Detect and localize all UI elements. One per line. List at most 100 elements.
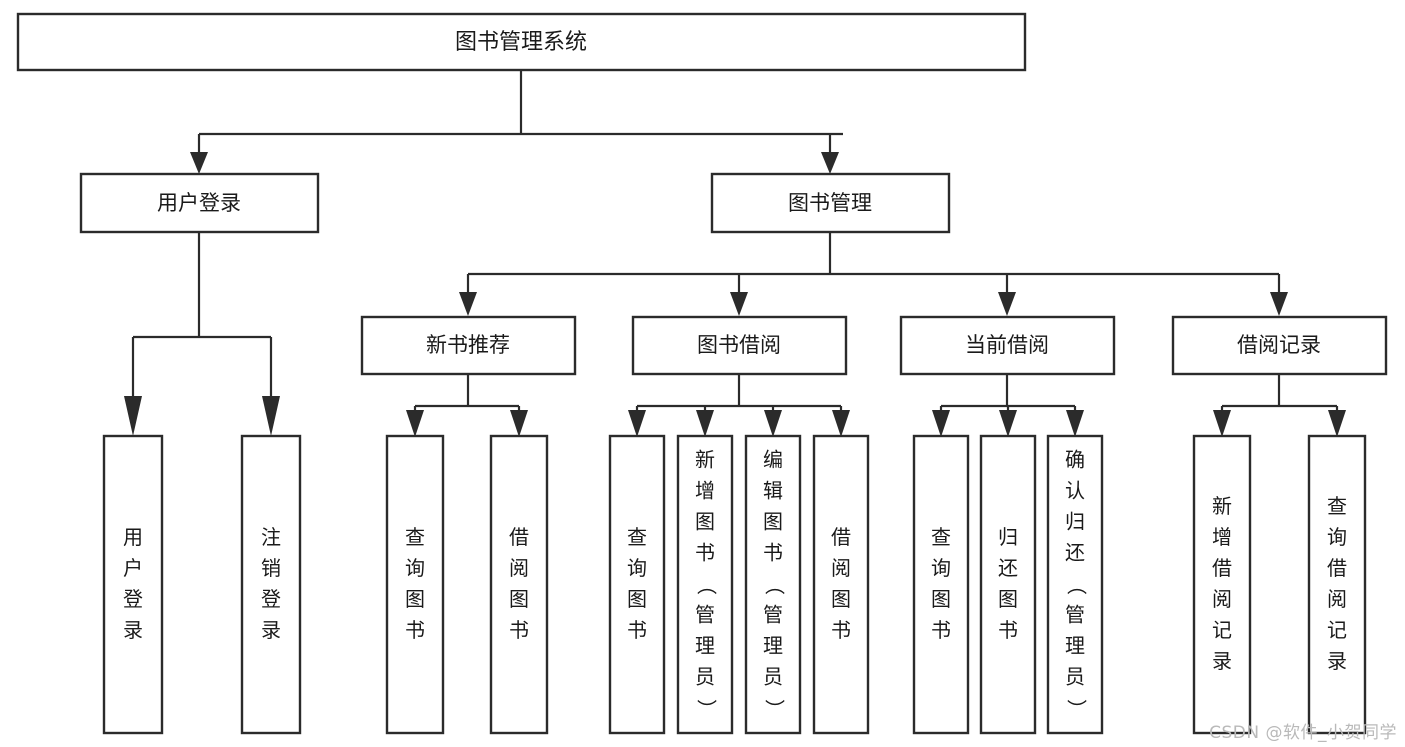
arrowhead-leaf-return-book bbox=[999, 410, 1017, 437]
svg-text:录: 录 bbox=[1327, 649, 1347, 673]
svg-text:员: 员 bbox=[695, 665, 715, 689]
svg-text:理: 理 bbox=[695, 634, 715, 658]
arrowhead-leaf-confirm-return bbox=[1066, 410, 1084, 437]
user-login-box-label: 用户登录 bbox=[157, 191, 241, 215]
leaf-logout-rect bbox=[240, 434, 302, 735]
svg-text:录: 录 bbox=[1212, 649, 1232, 673]
leaf-confirm-return-rect bbox=[1046, 434, 1104, 735]
svg-text:图: 图 bbox=[931, 587, 951, 611]
borrow-record-box-rect bbox=[1171, 315, 1388, 376]
svg-text:注: 注 bbox=[261, 525, 281, 549]
svg-text:书: 书 bbox=[998, 618, 1018, 642]
csdn-watermark: CSDN @软件_小贺同学 bbox=[1209, 723, 1397, 743]
svg-text:用: 用 bbox=[123, 525, 143, 549]
connectors-layer bbox=[124, 70, 1346, 437]
svg-text:书: 书 bbox=[509, 618, 529, 642]
leaf-borrow-book-recommend-rect bbox=[489, 434, 549, 735]
svg-text:员: 员 bbox=[763, 665, 783, 689]
svg-text:阅: 阅 bbox=[1327, 587, 1347, 611]
new-book-recommend-box-label: 新书推荐 bbox=[426, 333, 510, 357]
svg-text:查: 查 bbox=[405, 525, 425, 549]
arrowhead-leaf-borrow-book-2 bbox=[832, 410, 850, 437]
svg-text:书: 书 bbox=[931, 618, 951, 642]
svg-text:借: 借 bbox=[509, 525, 529, 549]
arrowhead-borrow bbox=[730, 292, 748, 316]
node-book-borrow[interactable]: 图书借阅 bbox=[631, 315, 848, 376]
svg-text:管: 管 bbox=[1065, 603, 1085, 627]
arrowhead-book-mgmt bbox=[821, 152, 839, 174]
svg-text:还: 还 bbox=[998, 556, 1018, 580]
node-root-book-management-system[interactable]: 图书管理系统 bbox=[16, 12, 1027, 72]
svg-text:管: 管 bbox=[695, 603, 715, 627]
svg-text:图: 图 bbox=[998, 587, 1018, 611]
svg-text:（: （ bbox=[1065, 575, 1089, 595]
svg-text:询: 询 bbox=[931, 556, 951, 580]
svg-text:（: （ bbox=[695, 575, 719, 595]
svg-text:图: 图 bbox=[831, 587, 851, 611]
root-box-rect bbox=[16, 12, 1027, 72]
new-book-recommend-box-rect bbox=[360, 315, 577, 376]
svg-text:还: 还 bbox=[1065, 541, 1085, 565]
node-user-login[interactable]: 用户登录 bbox=[79, 172, 320, 234]
leaf-query-book-recommend-rect bbox=[385, 434, 445, 735]
svg-text:理: 理 bbox=[1065, 634, 1085, 658]
svg-text:新: 新 bbox=[695, 448, 715, 472]
svg-text:询: 询 bbox=[1327, 525, 1347, 549]
svg-text:借: 借 bbox=[1212, 556, 1232, 580]
leaf-edit-book-rect bbox=[744, 434, 802, 735]
svg-text:）: ） bbox=[695, 699, 719, 719]
leaf-node-user-login[interactable]: 用户登录 bbox=[102, 434, 164, 735]
leaf-query-borrow-record-rect bbox=[1307, 434, 1367, 735]
root-box-label: 图书管理系统 bbox=[455, 30, 587, 55]
svg-text:归: 归 bbox=[998, 525, 1018, 549]
svg-text:登: 登 bbox=[261, 587, 281, 611]
svg-text:确: 确 bbox=[1065, 448, 1085, 472]
svg-text:阅: 阅 bbox=[509, 556, 529, 580]
node-new-book-recommend[interactable]: 新书推荐 bbox=[360, 315, 577, 376]
node-borrow-record[interactable]: 借阅记录 bbox=[1171, 315, 1388, 376]
svg-text:增: 增 bbox=[695, 479, 715, 503]
borrow-record-box-label: 借阅记录 bbox=[1237, 333, 1321, 357]
arrowhead-leaf-borrow-book-1 bbox=[510, 410, 528, 437]
leaf-query-book-current-rect bbox=[912, 434, 970, 735]
svg-text:图: 图 bbox=[627, 587, 647, 611]
svg-text:辑: 辑 bbox=[763, 479, 783, 503]
svg-text:录: 录 bbox=[261, 618, 281, 642]
svg-text:询: 询 bbox=[405, 556, 425, 580]
arrowhead-leaf-user-login bbox=[124, 396, 142, 436]
arrowhead-leaf-query-book-3 bbox=[932, 410, 950, 437]
svg-text:阅: 阅 bbox=[1212, 587, 1232, 611]
svg-text:认: 认 bbox=[1065, 479, 1085, 503]
leaf-add-book-rect bbox=[676, 434, 734, 735]
arrowhead-leaf-add-book bbox=[696, 410, 714, 437]
svg-text:）: ） bbox=[1065, 699, 1089, 719]
svg-text:新: 新 bbox=[1212, 494, 1232, 518]
svg-text:图: 图 bbox=[695, 510, 715, 534]
node-current-borrow[interactable]: 当前借阅 bbox=[899, 315, 1116, 376]
arrowhead-recommend bbox=[459, 292, 477, 316]
svg-text:图: 图 bbox=[405, 587, 425, 611]
node-book-management[interactable]: 图书管理 bbox=[710, 172, 951, 234]
arrowhead-leaf-edit-book bbox=[764, 410, 782, 437]
svg-text:编: 编 bbox=[763, 448, 783, 472]
